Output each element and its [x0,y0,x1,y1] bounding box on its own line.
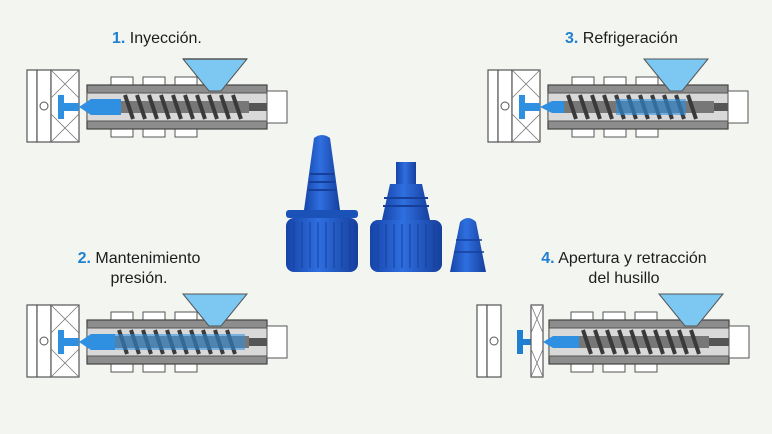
step-1-label: Inyección. [129,30,202,47]
step-3-title: 3. Refrigeración [565,29,678,49]
cap-large [286,135,358,272]
step-2-title: 2. Mantenimiento presión. [64,249,214,289]
step-3-number: 3. [565,30,579,47]
cap-small [450,218,486,272]
step-4-label-line1: Apertura y retracción [558,250,707,267]
cap-medium [370,162,442,272]
machine-drawing [26,58,288,143]
step-2-label-line2: presión. [110,270,168,287]
step-2-number: 2. [77,250,91,267]
step-4-label-line2: del husillo [588,270,660,287]
step-2-label-line1: Mantenimiento [95,250,201,267]
injection-machine-step-4 [476,293,750,378]
step-1-number: 1. [112,30,126,47]
step-4-title: 4. Apertura y retracción del husillo [524,249,724,289]
injection-machine-step-2 [26,293,288,378]
step-4-number: 4. [541,250,555,267]
blue-caps-image [286,135,486,272]
step-3-label: Refrigeración [582,30,678,47]
injection-machine-step-1 [26,58,288,143]
injection-machine-step-3 [487,58,749,143]
step-1-title: 1. Inyección. [112,29,202,49]
